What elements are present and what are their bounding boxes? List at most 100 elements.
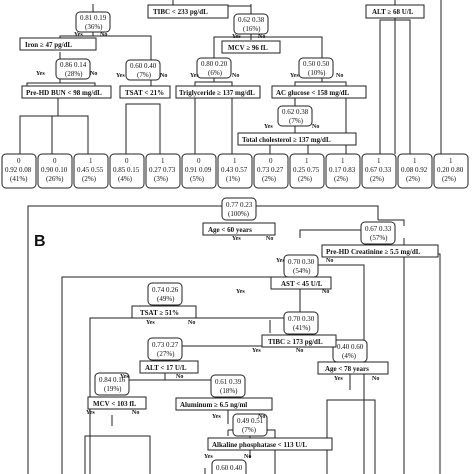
svg-text:(10%): (10%) bbox=[308, 69, 326, 77]
svg-text:(49%): (49%) bbox=[157, 295, 175, 303]
node: 0.49 0.51 (7%) bbox=[232, 413, 268, 437]
edge bbox=[395, 19, 411, 154]
node: 0.40 0.60 (4%) bbox=[332, 339, 368, 363]
no-label: No bbox=[322, 289, 329, 295]
svg-text:(57%): (57%) bbox=[370, 234, 388, 242]
svg-text:0.80 0.20: 0.80 0.20 bbox=[201, 60, 228, 68]
svg-text:AST < 45 U/L: AST < 45 U/L bbox=[281, 280, 323, 288]
split-text: AC glucose < 158 mg/dL bbox=[276, 89, 350, 97]
svg-text:(19%): (19%) bbox=[104, 385, 122, 393]
split-chol: Total cholesterol ≥ 137 mg/dL bbox=[237, 132, 357, 146]
leaf-node: 10.43 0.57(1%) bbox=[217, 153, 253, 189]
yes-label: Yes bbox=[146, 320, 155, 326]
leaf-text: 0.90 0.10 bbox=[41, 166, 68, 174]
node: 0.70 0.30 (54%) bbox=[283, 254, 319, 278]
yes-label: Yes bbox=[334, 376, 343, 382]
split-trig: Triglyceride ≥ 137 mg/dL bbox=[175, 85, 261, 99]
leaf-text: (4%) bbox=[118, 175, 133, 183]
edge bbox=[27, 205, 238, 474]
edge bbox=[19, 115, 89, 154]
node: 0.62 0.38 (7%) bbox=[277, 105, 313, 127]
leaf-text: 1 bbox=[377, 157, 381, 165]
svg-text:MCV < 103 fL: MCV < 103 fL bbox=[93, 400, 137, 408]
split-tibc: TIBC < 233 pg/dL bbox=[147, 4, 229, 19]
svg-text:0.62 0.38: 0.62 0.38 bbox=[282, 108, 309, 116]
leaf-node: 00.92 0.08(41%) bbox=[1, 153, 37, 189]
no-label: No bbox=[176, 374, 183, 380]
svg-text:(18%): (18%) bbox=[220, 387, 238, 395]
leaf-text: 0 bbox=[269, 157, 273, 165]
node: 0.50 0.50 (10%) bbox=[298, 57, 334, 79]
edge bbox=[213, 36, 323, 50]
node: 0.77 0.23 (100%) bbox=[221, 197, 257, 221]
svg-text:(100%): (100%) bbox=[228, 210, 250, 218]
edge bbox=[84, 435, 151, 474]
split-ast: AST < 45 U/L bbox=[270, 276, 332, 290]
split-age60: Age < 60 years bbox=[202, 222, 276, 236]
svg-text:0.74 0.26: 0.74 0.26 bbox=[152, 286, 179, 294]
leaf-text: 0.73 0.27 bbox=[257, 166, 284, 174]
svg-text:0.70 0.30: 0.70 0.30 bbox=[288, 258, 315, 266]
yes-label: Yes bbox=[120, 374, 129, 380]
leaf-text: 1 bbox=[341, 157, 345, 165]
node: 0.84 0.16 (19%) bbox=[94, 372, 130, 396]
no-label: No bbox=[160, 73, 167, 79]
svg-text:(36%): (36%) bbox=[85, 23, 103, 31]
split-iron: Iron ≥ 47 pg/dL bbox=[19, 37, 97, 51]
svg-text:Pre-HD Creatinine ≥ 5.5 mg/dL: Pre-HD Creatinine ≥ 5.5 mg/dL bbox=[326, 248, 421, 256]
leaf-text: 0.43 0.57 bbox=[221, 166, 248, 174]
yes-label: Yes bbox=[290, 73, 299, 79]
split-age78: Age < 78 years bbox=[317, 361, 389, 375]
leaf-node: 00.91 0.09(5%) bbox=[181, 153, 217, 189]
node: 0.60 0.40 (7%) bbox=[125, 59, 161, 81]
svg-text:0.61 0.39: 0.61 0.39 bbox=[215, 378, 242, 386]
yes-label: Yes bbox=[204, 454, 213, 460]
leaf-text: 0.45 0.55 bbox=[77, 166, 104, 174]
edge bbox=[300, 264, 365, 474]
no-label: No bbox=[244, 454, 251, 460]
split-gluc: AC glucose < 158 mg/dL bbox=[271, 85, 367, 99]
svg-text:0.50 0.50: 0.50 0.50 bbox=[303, 60, 330, 68]
svg-text:(28%): (28%) bbox=[65, 70, 83, 78]
svg-text:(7%): (7%) bbox=[242, 426, 257, 434]
node: 0.60 0.40 bbox=[211, 459, 247, 474]
svg-text:TIBC ≥ 173 pg/dL: TIBC ≥ 173 pg/dL bbox=[268, 338, 323, 346]
node: 0.73 0.27 (27%) bbox=[147, 337, 183, 361]
svg-text:0.73 0.27: 0.73 0.27 bbox=[152, 341, 179, 349]
edge bbox=[379, 19, 395, 154]
split-text: Triglyceride ≥ 137 mg/dL bbox=[179, 89, 255, 97]
leaf-node: 10.08 0.92(2%) bbox=[397, 153, 433, 189]
split-alt: ALT ≥ 68 U/L bbox=[365, 4, 425, 19]
svg-text:Aluminum ≥ 6.5 ng/ml: Aluminum ≥ 6.5 ng/ml bbox=[180, 401, 247, 409]
svg-text:(7%): (7%) bbox=[289, 117, 304, 125]
leaf-node: 10.17 0.83(2%) bbox=[325, 153, 361, 189]
svg-text:(4%): (4%) bbox=[342, 352, 357, 360]
leaf-text: 0.85 0.15 bbox=[113, 166, 140, 174]
split-bun: Pre-HD BUN < 98 mg/dL bbox=[21, 85, 112, 99]
svg-text:0.60 0.40: 0.60 0.40 bbox=[130, 62, 157, 70]
split-tsat: TSAT ≥ 51% bbox=[131, 305, 197, 319]
leaf-node: 10.20 0.80(2%) bbox=[433, 153, 469, 189]
node: 0.86 0.14 (28%) bbox=[55, 58, 91, 80]
no-label: No bbox=[372, 376, 379, 382]
yes-label: Yes bbox=[232, 236, 241, 242]
yes-label: Yes bbox=[212, 414, 221, 420]
svg-text:Age < 60 years: Age < 60 years bbox=[208, 226, 252, 234]
node: 0.81 0.19 (36%) bbox=[75, 11, 111, 33]
svg-text:Age < 78 years: Age < 78 years bbox=[325, 365, 369, 373]
svg-text:0.49 0.51: 0.49 0.51 bbox=[237, 417, 264, 425]
leaf-text: 0.27 0.73 bbox=[149, 166, 176, 174]
no-label: No bbox=[232, 73, 239, 79]
leaf-text: 0 bbox=[53, 157, 57, 165]
node: 0.62 0.38 (16%) bbox=[233, 13, 269, 35]
node: 0.67 0.33 (57%) bbox=[360, 221, 396, 245]
leaf-text: 0.25 0.75 bbox=[293, 166, 320, 174]
yes-label: Yes bbox=[252, 348, 261, 354]
yes-label: Yes bbox=[264, 124, 273, 130]
svg-text:(16%): (16%) bbox=[243, 25, 261, 33]
split-text: MCV ≥ 96 fL bbox=[228, 44, 268, 52]
leaf-row: 00.92 0.08(41%)00.90 0.10(26%)10.45 0.55… bbox=[1, 153, 469, 189]
leaf-text: 1 bbox=[449, 157, 453, 165]
svg-text:(7%): (7%) bbox=[137, 71, 152, 79]
no-label: No bbox=[258, 414, 265, 420]
